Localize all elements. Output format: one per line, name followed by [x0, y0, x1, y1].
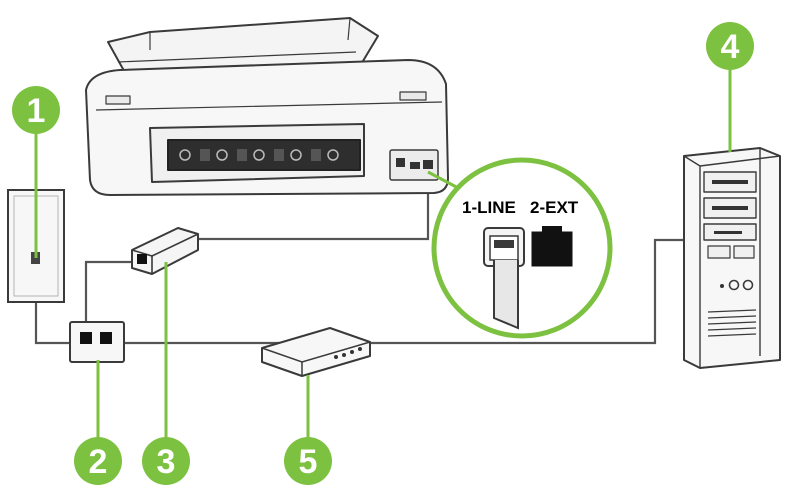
ext-port [531, 226, 573, 267]
callout-3: 3 [142, 437, 190, 485]
callout-2-label: 2 [89, 443, 108, 481]
splitter-to-filter-cable [84, 260, 140, 330]
parallel-splitter [69, 321, 125, 363]
callout-badges: 1 2 3 4 5 [12, 22, 754, 485]
callout-5: 5 [284, 437, 332, 485]
callout-3-label: 3 [157, 443, 176, 481]
line-plug-cable [493, 260, 519, 330]
callout-2: 2 [74, 437, 122, 485]
printer [85, 17, 449, 196]
filter-to-printer-cable [195, 175, 430, 241]
computer-tower [683, 147, 781, 369]
callout-leaders [34, 66, 732, 440]
callout-4-label: 4 [721, 28, 740, 66]
dsl-modem [261, 327, 371, 377]
splitter-to-computer-cable [118, 238, 685, 345]
wiring [34, 175, 685, 345]
port-zoom-detail: 1-LINE 2-EXT [427, 157, 613, 339]
line-port [483, 227, 525, 330]
callout-4: 4 [706, 22, 754, 70]
callout-1-label: 1 [27, 92, 46, 130]
port-label-2-ext: 2-EXT [530, 198, 579, 217]
dsl-filter [131, 227, 199, 275]
callout-1: 1 [12, 86, 60, 134]
callout-5-label: 5 [299, 443, 318, 481]
port-label-1-line: 1-LINE [462, 198, 516, 217]
